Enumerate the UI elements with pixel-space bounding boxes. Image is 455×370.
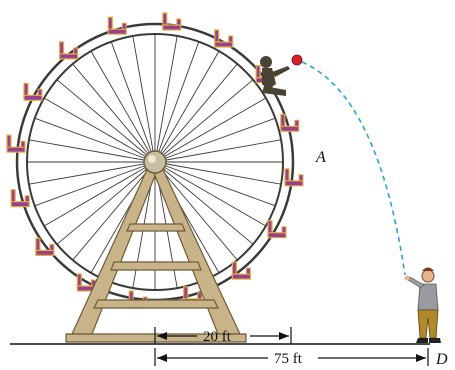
wheel-spoke	[34, 161, 156, 207]
wheel-spoke	[43, 161, 156, 227]
wheel-seat	[107, 16, 127, 35]
hub-highlight	[148, 155, 156, 163]
wheel-spoke	[154, 161, 276, 207]
wheel-spoke	[154, 161, 267, 227]
wheel-spoke	[154, 63, 238, 163]
wheel-spoke	[154, 117, 276, 163]
wheel-spoke	[154, 50, 220, 163]
wheel-spoke	[43, 97, 156, 163]
wheel-spoke	[90, 50, 156, 163]
wheel-spoke	[72, 161, 156, 261]
wheel-seat	[76, 273, 96, 292]
wheel-spoke	[154, 161, 254, 245]
point-d-label: D	[435, 351, 448, 368]
ball-icon	[291, 54, 303, 66]
wheel-spoke	[28, 139, 156, 163]
support-frame	[65, 150, 247, 343]
wheel-spoke	[154, 79, 254, 163]
wheel-seat	[162, 12, 182, 31]
wheel-spoke	[132, 35, 156, 163]
dimension-75ft-label: 75 ft	[274, 351, 303, 367]
rider-person-icon	[260, 56, 290, 96]
wheel-seat	[35, 237, 55, 256]
wheel-spoke	[56, 79, 156, 163]
wheel-spoke	[28, 161, 156, 185]
wheel-seat	[267, 220, 287, 239]
wheel-seat	[23, 82, 43, 101]
frame-crossbar-bottom	[93, 299, 219, 309]
dimension-20ft: 20 ft	[154, 327, 292, 345]
frame-crossbar-middle	[110, 261, 202, 271]
wheel-seat	[10, 189, 30, 208]
wheel-seat	[231, 261, 251, 280]
wheel-seat	[214, 29, 234, 48]
catcher-person-icon	[404, 267, 441, 343]
wheel-spoke	[154, 161, 238, 261]
point-a-label: A	[315, 149, 326, 166]
wheel-seats	[6, 12, 304, 309]
frame-base	[65, 333, 247, 343]
wheel-spoke	[154, 41, 200, 163]
ball-trajectory	[301, 61, 406, 276]
dimension-75ft: 75 ft	[154, 348, 429, 367]
wheel-spoke	[56, 161, 156, 245]
wheel-spoke	[154, 139, 282, 163]
wheel-seat	[6, 134, 26, 153]
dimension-20ft-label: 20 ft	[203, 329, 232, 345]
wheel-spoke	[154, 35, 178, 163]
wheel-spoke	[72, 63, 156, 163]
wheel-spoke	[154, 97, 267, 163]
wheel-spoke	[34, 117, 156, 163]
wheel-seat	[284, 168, 304, 187]
wheel-seat	[58, 41, 79, 60]
wheel-spoke	[154, 161, 282, 185]
wheel-spoke	[110, 41, 156, 163]
wheel-hub	[143, 150, 167, 174]
wheel-seat	[280, 113, 300, 132]
frame-crossbar-top	[126, 223, 186, 232]
